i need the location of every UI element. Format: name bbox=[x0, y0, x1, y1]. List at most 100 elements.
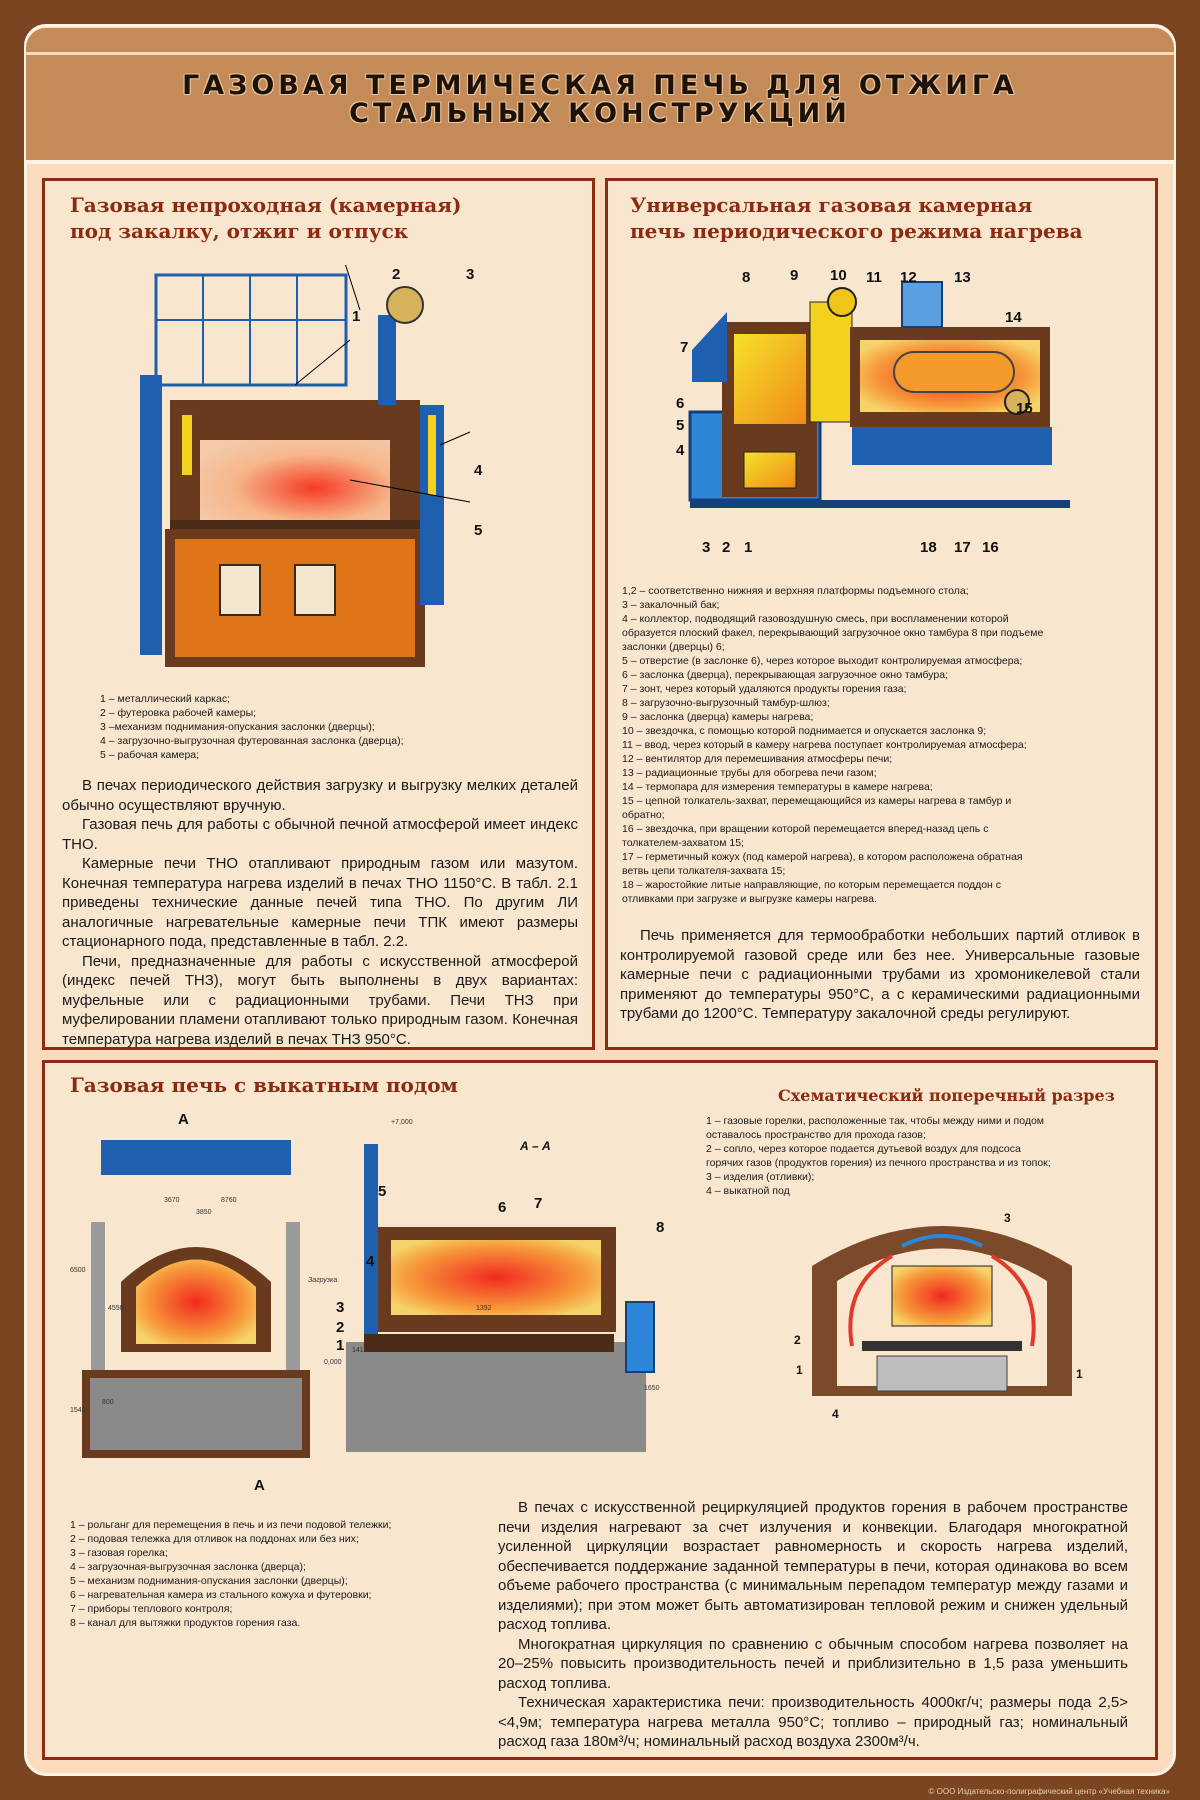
schematic-callout-4: 4 bbox=[832, 1407, 839, 1421]
title-line-1: ГАЗОВАЯ ТЕРМИЧЕСКАЯ ПЕЧЬ ДЛЯ ОТЖИГА bbox=[182, 70, 1018, 101]
burner-port-right bbox=[294, 564, 336, 616]
page-title: ГАЗОВАЯ ТЕРМИЧЕСКАЯ ПЕЧЬ ДЛЯ ОТЖИГА СТАЛ… bbox=[60, 72, 1140, 128]
dim-3850: 3850 bbox=[196, 1209, 212, 1216]
panel2-heading-line2: печь периодического режима нагрева bbox=[630, 219, 1083, 243]
schematic-legend-6: 4 – выкатной под bbox=[706, 1185, 790, 1197]
longitudinal-base bbox=[346, 1342, 646, 1452]
schematic-cross-section: 3 2 1 1 4 bbox=[794, 1211, 1083, 1421]
panel3-paragraph-3: Техническая характеристика печи: произво… bbox=[498, 1694, 1128, 1750]
panel1-text: В печах периодического действия загрузку… bbox=[62, 776, 578, 1049]
under-chamber-casing bbox=[852, 427, 1052, 465]
panel1-legend: 1 – металлический каркас; 2 – футеровка … bbox=[100, 692, 404, 762]
panel3-paragraph-1: В печах с искусственной рециркуляцией пр… bbox=[498, 1499, 1128, 1633]
title-stripe bbox=[26, 52, 1174, 55]
lift-mechanism-column bbox=[378, 315, 396, 405]
callout-2c: 2 bbox=[336, 1319, 344, 1336]
lift-column-5 bbox=[364, 1144, 378, 1226]
panel1-legend-2: 2 – футеровка рабочей камеры; bbox=[100, 707, 257, 719]
cross-section-chamber bbox=[136, 1259, 256, 1344]
cross-section-brick bbox=[82, 1370, 310, 1458]
panel1-legend-3: 3 –механизм поднимания-опускания заслонк… bbox=[100, 721, 375, 733]
panel2-heading-line1: Универсальная газовая камерная bbox=[630, 193, 1033, 217]
panel1-legend-4: 4 – загрузочно-выгрузочная футерованная … bbox=[100, 735, 404, 747]
dim-3670: 3670 bbox=[164, 1197, 180, 1204]
panel2-legend-9: 8 – загрузочно-выгрузочный тамбур-шлюз; bbox=[622, 697, 830, 709]
flow-arrow-top bbox=[901, 1234, 983, 1248]
insulation-left bbox=[182, 415, 192, 475]
panel3-schematic-legend: 1 – газовые горелки, расположенные так, … bbox=[706, 1114, 1051, 1198]
schematic-legend-1: 1 – газовые горелки, расположенные так, … bbox=[706, 1115, 1045, 1127]
panel2-legend-23: отливками при загрузке и выгрузке камеры… bbox=[622, 893, 877, 905]
callout-1b: 1 bbox=[744, 539, 752, 556]
level-top: +7,000 bbox=[391, 1119, 413, 1126]
panel2-legend-8: 7 – зонт, через который удаляются продук… bbox=[622, 683, 907, 695]
gantry bbox=[101, 1140, 291, 1175]
panel2-legend-10: 9 – заслонка (дверца) камеры нагрева; bbox=[622, 711, 814, 723]
callout-5: 5 bbox=[474, 522, 482, 539]
schematic-workpiece bbox=[891, 1265, 993, 1327]
callout-16: 16 bbox=[982, 539, 999, 556]
level-zero: 0,000 bbox=[324, 1359, 342, 1366]
panel2-legend-15: 14 – термопара для измерения температуры… bbox=[622, 781, 933, 793]
title-line-2: СТАЛЬНЫХ КОНСТРУКЦИЙ bbox=[349, 98, 851, 129]
panel3-legend-5: 5 – механизм поднимания-опускания заслон… bbox=[70, 1575, 348, 1587]
schematic-callout-3: 3 bbox=[1004, 1211, 1011, 1225]
panel2-legend-20: 17 – герметичный кожух (под камерой нагр… bbox=[622, 851, 1023, 863]
callout-13: 13 bbox=[954, 269, 971, 286]
panel3-text: В печах с искусственной рециркуляцией пр… bbox=[498, 1498, 1128, 1752]
universal-furnace-diagram: 8 9 10 11 12 13 14 15 7 6 5 4 3 2 1 18 1… bbox=[676, 267, 1070, 556]
panel1-heading-line2: под закалку, отжиг и отпуск bbox=[70, 219, 409, 243]
callout-7: 7 bbox=[680, 339, 688, 356]
panel3-legend: 1 – рольганг для перемещения в печь и из… bbox=[70, 1518, 391, 1630]
panel3-legend-3: 3 – газовая горелка; bbox=[70, 1547, 168, 1559]
dim-1392: 1392 bbox=[476, 1305, 492, 1312]
panel2-legend: 1,2 – соответственно нижняя и верхняя пл… bbox=[622, 584, 1043, 906]
section-label: А – А bbox=[519, 1139, 551, 1153]
schematic-legend-3: 2 – сопло, через которое подается дутьев… bbox=[706, 1143, 1021, 1155]
panel3-legend-2: 2 – подовая тележка для отливок на поддо… bbox=[70, 1533, 359, 1545]
panel1-legend-5: 5 – рабочая камера; bbox=[100, 749, 200, 761]
panel3-heading: Газовая печь с выкатным подом bbox=[70, 1073, 458, 1097]
callout-5b: 5 bbox=[676, 417, 684, 434]
hearth-car bbox=[364, 1334, 614, 1352]
panel2-legend-12: 11 – ввод, через который в камеру нагрев… bbox=[622, 739, 1027, 751]
roll-out-hearth-diagram: А А А – А +7,000 0,000 Загрузка 3670 876… bbox=[70, 1112, 664, 1492]
panel2-legend-7: 6 – заслонка (дверца), перекрывающая заг… bbox=[622, 669, 949, 681]
callout-14: 14 bbox=[1005, 309, 1022, 326]
panel1-paragraph-4: Печи, предназначенные для работы с искус… bbox=[62, 952, 578, 1048]
callout-2b: 2 bbox=[722, 539, 730, 556]
schematic-cart bbox=[876, 1355, 1008, 1392]
radiant-tube bbox=[893, 351, 1015, 393]
panel1-paragraph-2: Газовая печь для работы с обычной печной… bbox=[62, 816, 578, 853]
chamber-furnace-diagram: 1 2 3 4 5 bbox=[140, 265, 483, 667]
right-post bbox=[286, 1222, 300, 1372]
lift-table-load bbox=[743, 451, 797, 489]
callout-18: 18 bbox=[920, 539, 937, 556]
schematic-hearth bbox=[862, 1341, 1022, 1351]
callout-3: 3 bbox=[466, 266, 474, 283]
callout-17: 17 bbox=[954, 539, 971, 556]
callout-4: 4 bbox=[474, 462, 483, 479]
callout-6c: 6 bbox=[498, 1199, 506, 1216]
sprocket-10-icon bbox=[827, 287, 857, 317]
lift-sprocket-icon bbox=[386, 286, 424, 324]
panel2-legend-2: 3 – закалочный бак; bbox=[622, 599, 720, 611]
callout-8c: 8 bbox=[656, 1219, 664, 1236]
dim-1650: 1650 bbox=[644, 1385, 660, 1392]
left-post bbox=[91, 1222, 105, 1372]
panel3-legend-4: 4 – загрузочная-выгрузочная заслонка (дв… bbox=[70, 1561, 306, 1573]
panel2-legend-14: 13 – радиационные трубы для обогрева печ… bbox=[622, 767, 877, 779]
title-band bbox=[26, 28, 1174, 164]
schematic-callout-1-right: 1 bbox=[1076, 1367, 1083, 1381]
callout-9: 9 bbox=[790, 267, 798, 284]
cross-section-base bbox=[86, 1374, 306, 1454]
base-rail bbox=[690, 500, 1070, 508]
tambour-chamber bbox=[734, 334, 806, 424]
flue-8 bbox=[625, 1301, 655, 1373]
callout-7c: 7 bbox=[534, 1195, 542, 1212]
callout-3c: 3 bbox=[336, 1299, 344, 1316]
panel2-legend-1: 1,2 – соответственно нижняя и верхняя пл… bbox=[622, 585, 969, 597]
panel2-text: Печь применяется для термообработки небо… bbox=[620, 926, 1140, 1024]
panel2-legend-4: образуется плоский факел, перекрывающий … bbox=[622, 627, 1044, 639]
